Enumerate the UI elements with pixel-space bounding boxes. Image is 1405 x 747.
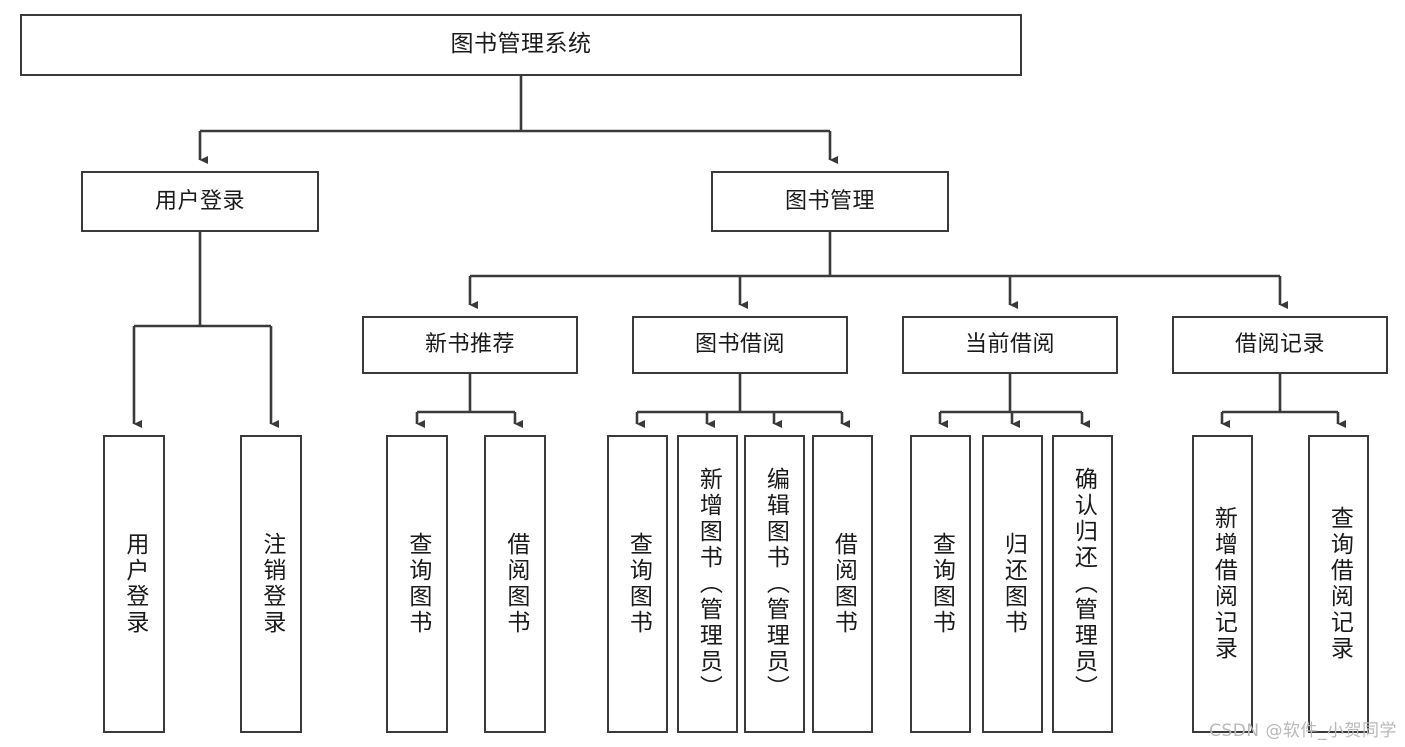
node-leaf-add-borrow-record-label: 新增借阅记录 [1210, 506, 1237, 662]
node-leaf-query-borrow-record[interactable]: 查询借阅记录 [1308, 435, 1369, 733]
node-leaf-borrow-book-recommend[interactable]: 借阅图书 [484, 435, 546, 733]
node-leaf-confirm-return-admin-label: 确认归还（管理员） [1070, 467, 1097, 701]
node-root[interactable]: 图书管理系统 [20, 14, 1022, 76]
node-borrow-record-label: 借阅记录 [1234, 332, 1325, 358]
node-new-book-recommend[interactable]: 新书推荐 [362, 316, 578, 374]
node-leaf-logout-label: 注销登录 [258, 532, 285, 636]
node-leaf-query-borrow-record-label: 查询借阅记录 [1326, 506, 1353, 662]
node-leaf-query-book-recommend-label: 查询图书 [404, 532, 431, 636]
node-leaf-user-login-label: 用户登录 [121, 532, 148, 636]
node-leaf-query-book-current-label: 查询图书 [928, 532, 955, 636]
csdn-watermark: CSDN @软件_小贺同学 [1209, 721, 1397, 741]
node-user-login-label: 用户登录 [154, 188, 245, 214]
node-leaf-return-book[interactable]: 归还图书 [982, 435, 1043, 733]
node-leaf-user-login[interactable]: 用户登录 [103, 435, 165, 733]
node-current-borrow[interactable]: 当前借阅 [902, 316, 1118, 374]
node-book-borrow-label: 图书借阅 [694, 332, 785, 358]
node-book-borrow[interactable]: 图书借阅 [632, 316, 848, 374]
node-leaf-confirm-return-admin[interactable]: 确认归还（管理员） [1052, 435, 1113, 733]
node-leaf-borrow-book-recommend-label: 借阅图书 [502, 532, 529, 636]
node-book-management[interactable]: 图书管理 [711, 171, 949, 232]
node-leaf-borrow-book[interactable]: 借阅图书 [812, 435, 873, 733]
node-leaf-query-book-recommend[interactable]: 查询图书 [386, 435, 448, 733]
node-borrow-record[interactable]: 借阅记录 [1172, 316, 1388, 374]
node-book-management-label: 图书管理 [784, 188, 875, 214]
node-leaf-query-book-borrow[interactable]: 查询图书 [607, 435, 668, 733]
node-root-label: 图书管理系统 [450, 31, 592, 58]
node-leaf-add-borrow-record[interactable]: 新增借阅记录 [1192, 435, 1253, 733]
node-leaf-query-book-current[interactable]: 查询图书 [910, 435, 971, 733]
node-new-book-recommend-label: 新书推荐 [424, 332, 515, 358]
node-leaf-borrow-book-label: 借阅图书 [830, 532, 857, 636]
node-leaf-edit-book-admin-label: 编辑图书（管理员） [762, 467, 789, 701]
node-leaf-edit-book-admin[interactable]: 编辑图书（管理员） [744, 435, 805, 733]
node-leaf-add-book-admin[interactable]: 新增图书（管理员） [677, 435, 738, 733]
node-user-login[interactable]: 用户登录 [81, 171, 319, 232]
node-current-borrow-label: 当前借阅 [964, 332, 1055, 358]
node-leaf-add-book-admin-label: 新增图书（管理员） [695, 467, 722, 701]
node-leaf-logout[interactable]: 注销登录 [240, 435, 302, 733]
node-leaf-return-book-label: 归还图书 [1000, 532, 1027, 636]
node-leaf-query-book-borrow-label: 查询图书 [625, 532, 652, 636]
